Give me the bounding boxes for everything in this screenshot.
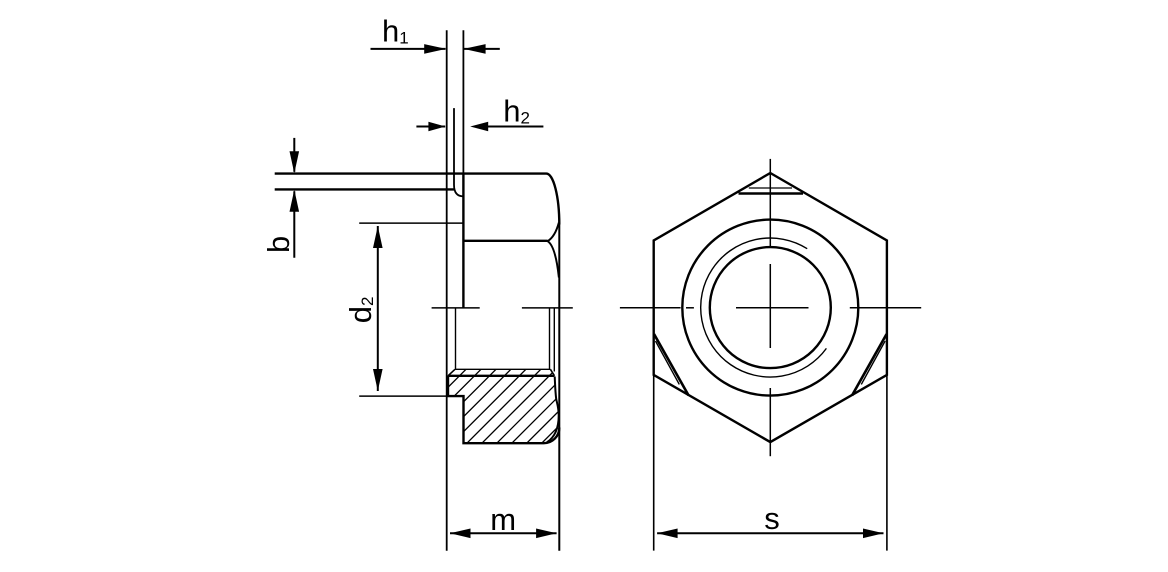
- svg-text:m: m: [490, 502, 516, 537]
- svg-text:s: s: [764, 501, 780, 536]
- svg-text:b: b: [261, 236, 296, 253]
